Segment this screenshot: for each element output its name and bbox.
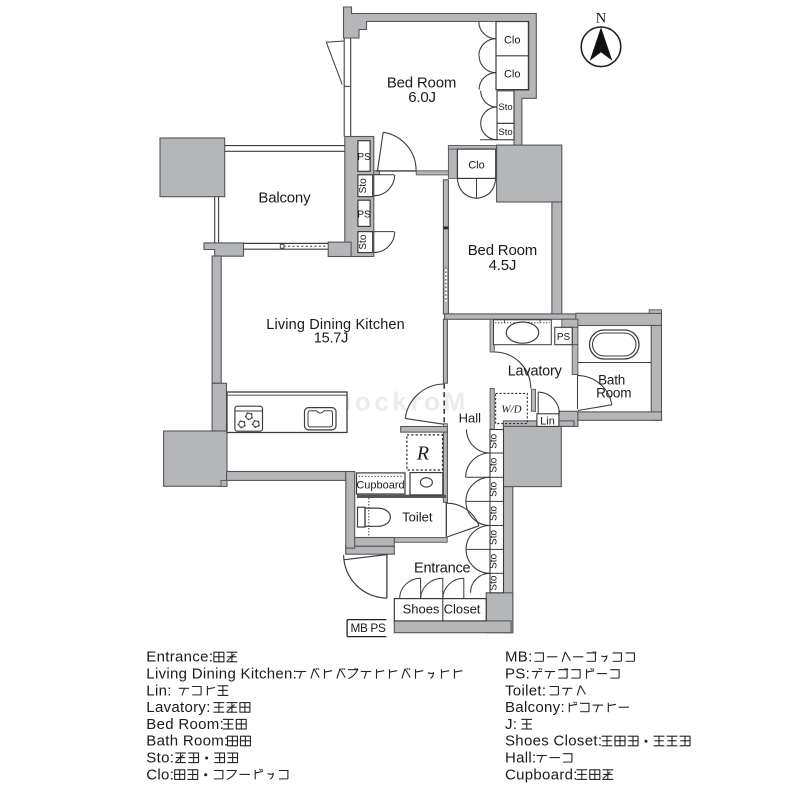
svg-text:Sto: Sto — [489, 481, 500, 496]
svg-text:Living Dining Kitchen:: Living Dining Kitchen: — [146, 666, 297, 683]
svg-text:Sto: Sto — [498, 127, 512, 138]
svg-text:Clo: Clo — [468, 160, 485, 172]
svg-text:Shoes: Shoes — [403, 602, 440, 617]
svg-text:PS: PS — [357, 152, 371, 163]
svg-text:PS: PS — [357, 210, 371, 221]
svg-text:4.5J: 4.5J — [489, 257, 517, 274]
svg-text:Sto: Sto — [498, 102, 512, 113]
svg-text:Toilet:: Toilet: — [505, 682, 546, 699]
svg-text:Hall:: Hall: — [505, 750, 537, 767]
svg-text:Sto: Sto — [489, 433, 500, 448]
svg-text:Sto: Sto — [358, 234, 369, 249]
svg-text:Clo:: Clo: — [146, 766, 174, 783]
svg-text:Bed Room: Bed Room — [468, 242, 537, 259]
svg-text:J:: J: — [505, 716, 517, 733]
svg-text:Entrance: Entrance — [414, 561, 471, 577]
svg-text:Sto: Sto — [489, 457, 500, 472]
svg-text:Shoes Closet:: Shoes Closet: — [505, 733, 602, 750]
svg-text:R: R — [416, 443, 429, 465]
svg-text:Clo: Clo — [504, 35, 521, 47]
svg-text:Clo: Clo — [504, 69, 521, 81]
svg-text:Toilet: Toilet — [402, 509, 433, 524]
svg-text:Lin:: Lin: — [146, 682, 171, 699]
svg-text:Cupboard:: Cupboard: — [505, 766, 578, 783]
svg-text:Bed Room: Bed Room — [387, 74, 456, 91]
svg-text:Living Dining Kitchen: Living Dining Kitchen — [266, 317, 405, 333]
svg-text:Bath: Bath — [598, 372, 625, 387]
svg-text:Sto: Sto — [489, 553, 500, 568]
svg-text:6.0J: 6.0J — [408, 89, 436, 106]
svg-text:15.7J: 15.7J — [314, 330, 348, 346]
svg-text:Sto: Sto — [358, 178, 369, 193]
svg-text:MB PS: MB PS — [351, 621, 386, 635]
svg-text:Sto: Sto — [489, 575, 500, 590]
svg-text:Lavatory: Lavatory — [508, 363, 563, 379]
svg-text:Bath Room:: Bath Room: — [146, 733, 228, 750]
svg-text:Lavatory:: Lavatory: — [146, 699, 210, 716]
svg-text:W/D: W/D — [501, 404, 521, 416]
svg-text:Cupboard: Cupboard — [356, 479, 404, 491]
svg-text:MB:: MB: — [505, 649, 533, 666]
svg-text:Hall: Hall — [459, 410, 482, 425]
svg-text:Sto: Sto — [489, 506, 500, 521]
svg-text:Entrance:: Entrance: — [146, 649, 213, 666]
svg-text:Balcony:: Balcony: — [505, 699, 565, 716]
svg-text:Lin: Lin — [540, 415, 555, 427]
svg-text:Room: Room — [596, 385, 631, 400]
svg-text:PS: PS — [557, 332, 571, 343]
svg-text:PS:: PS: — [505, 666, 530, 683]
svg-text:Bed Room:: Bed Room: — [146, 716, 224, 733]
svg-text:Sto: Sto — [489, 530, 500, 545]
svg-text:Closet: Closet — [444, 602, 481, 617]
svg-text:Sto:: Sto: — [146, 750, 174, 767]
svg-text:Balcony: Balcony — [258, 189, 311, 206]
svg-text:N: N — [596, 11, 607, 27]
